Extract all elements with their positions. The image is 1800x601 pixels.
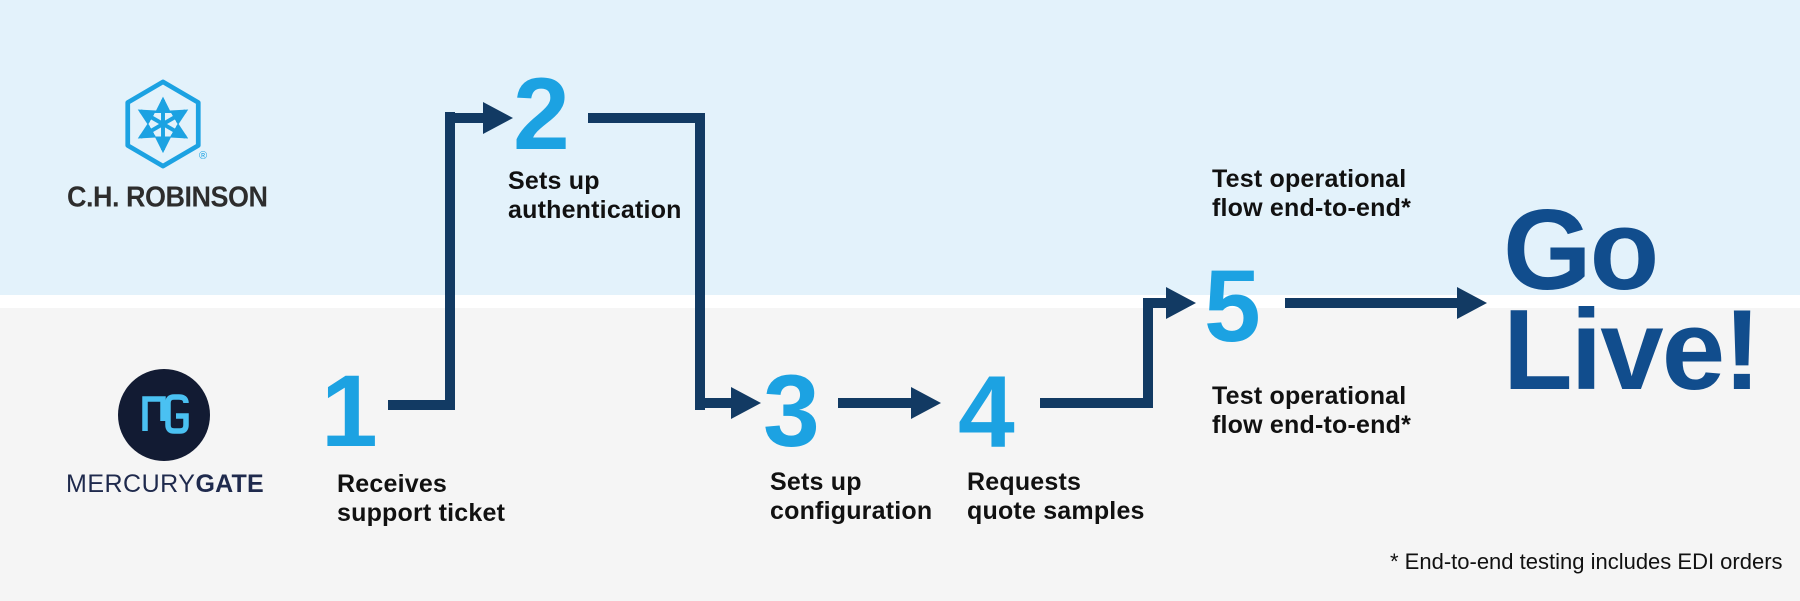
step-5-label-top-line2: flow end-to-end* <box>1212 194 1412 222</box>
connector-5-golive-segment <box>1285 298 1457 308</box>
chr-wordmark: C.H. ROBINSON <box>67 181 268 213</box>
step-5-label-bottom-line1: Test operational <box>1212 382 1407 410</box>
connector-2-3-arrowhead-icon <box>731 387 761 419</box>
connector-4-5-segment <box>1153 298 1166 308</box>
chr-hexagon-arrows-icon <box>125 79 201 169</box>
step-2-label-line1: Sets up <box>508 167 600 195</box>
step-4-label-line2: quote samples <box>967 497 1145 525</box>
connector-4-5-segment <box>1143 298 1153 408</box>
footnote: * End-to-end testing includes EDI orders <box>1390 549 1783 574</box>
go-live-line1: Go <box>1503 187 1659 314</box>
connector-4-5-segment <box>1040 398 1153 408</box>
step-4-label-line1: Requests <box>967 468 1082 496</box>
go-live-line2: Live! <box>1503 287 1761 414</box>
lane-mercurygate <box>0 308 1800 601</box>
step-4-label: Requests quote samples <box>967 468 1145 526</box>
step-1-number: 1 <box>321 354 378 468</box>
connector-5-golive-arrowhead-icon <box>1457 287 1487 319</box>
step-1-label: Receives support ticket <box>337 470 505 528</box>
step-2-label-line2: authentication <box>508 196 682 224</box>
mg-wordmark-gate: GATE <box>195 470 264 498</box>
connector-3-4-segment <box>838 398 911 408</box>
connector-4-5-arrowhead-icon <box>1166 287 1196 319</box>
step-3-label-line1: Sets up <box>770 468 862 496</box>
chr-registered-mark: ® <box>199 150 208 162</box>
connector-1-2-segment <box>445 112 455 410</box>
mg-wordmark: MERCURYGATE <box>66 470 264 499</box>
connector-2-3-segment <box>695 113 705 410</box>
connector-1-2-segment <box>388 400 455 410</box>
step-3-label: Sets up configuration <box>770 468 932 526</box>
step-1-label-line1: Receives <box>337 470 448 498</box>
go-live-text: Go Live! <box>1503 187 1761 414</box>
step-5-label-bottom: Test operational flow end-to-end* <box>1212 382 1411 440</box>
connector-2-3-segment <box>705 398 731 408</box>
lane-chrobinson <box>0 0 1800 295</box>
step-1-label-line2: support ticket <box>337 499 506 527</box>
step-2-label: Sets up authentication <box>508 167 682 225</box>
step-5-label-top: Test operational flow end-to-end* <box>1212 165 1411 223</box>
step-5-number: 5 <box>1204 249 1261 363</box>
step-5-label-top-line1: Test operational <box>1212 165 1407 193</box>
connector-1-2-segment <box>455 113 483 123</box>
connector-1-2-arrowhead-icon <box>483 102 513 134</box>
step-5-label-bottom-line2: flow end-to-end* <box>1212 411 1412 439</box>
step-3-label-line2: configuration <box>770 497 933 525</box>
step-2-number: 2 <box>513 57 570 171</box>
connector-3-4-arrowhead-icon <box>911 387 941 419</box>
step-3-number: 3 <box>763 354 820 468</box>
step-4-number: 4 <box>958 355 1015 469</box>
mg-wordmark-mercury: MERCURY <box>66 470 196 498</box>
mg-monogram-icon <box>118 369 210 461</box>
connector-2-3-segment <box>588 113 705 123</box>
